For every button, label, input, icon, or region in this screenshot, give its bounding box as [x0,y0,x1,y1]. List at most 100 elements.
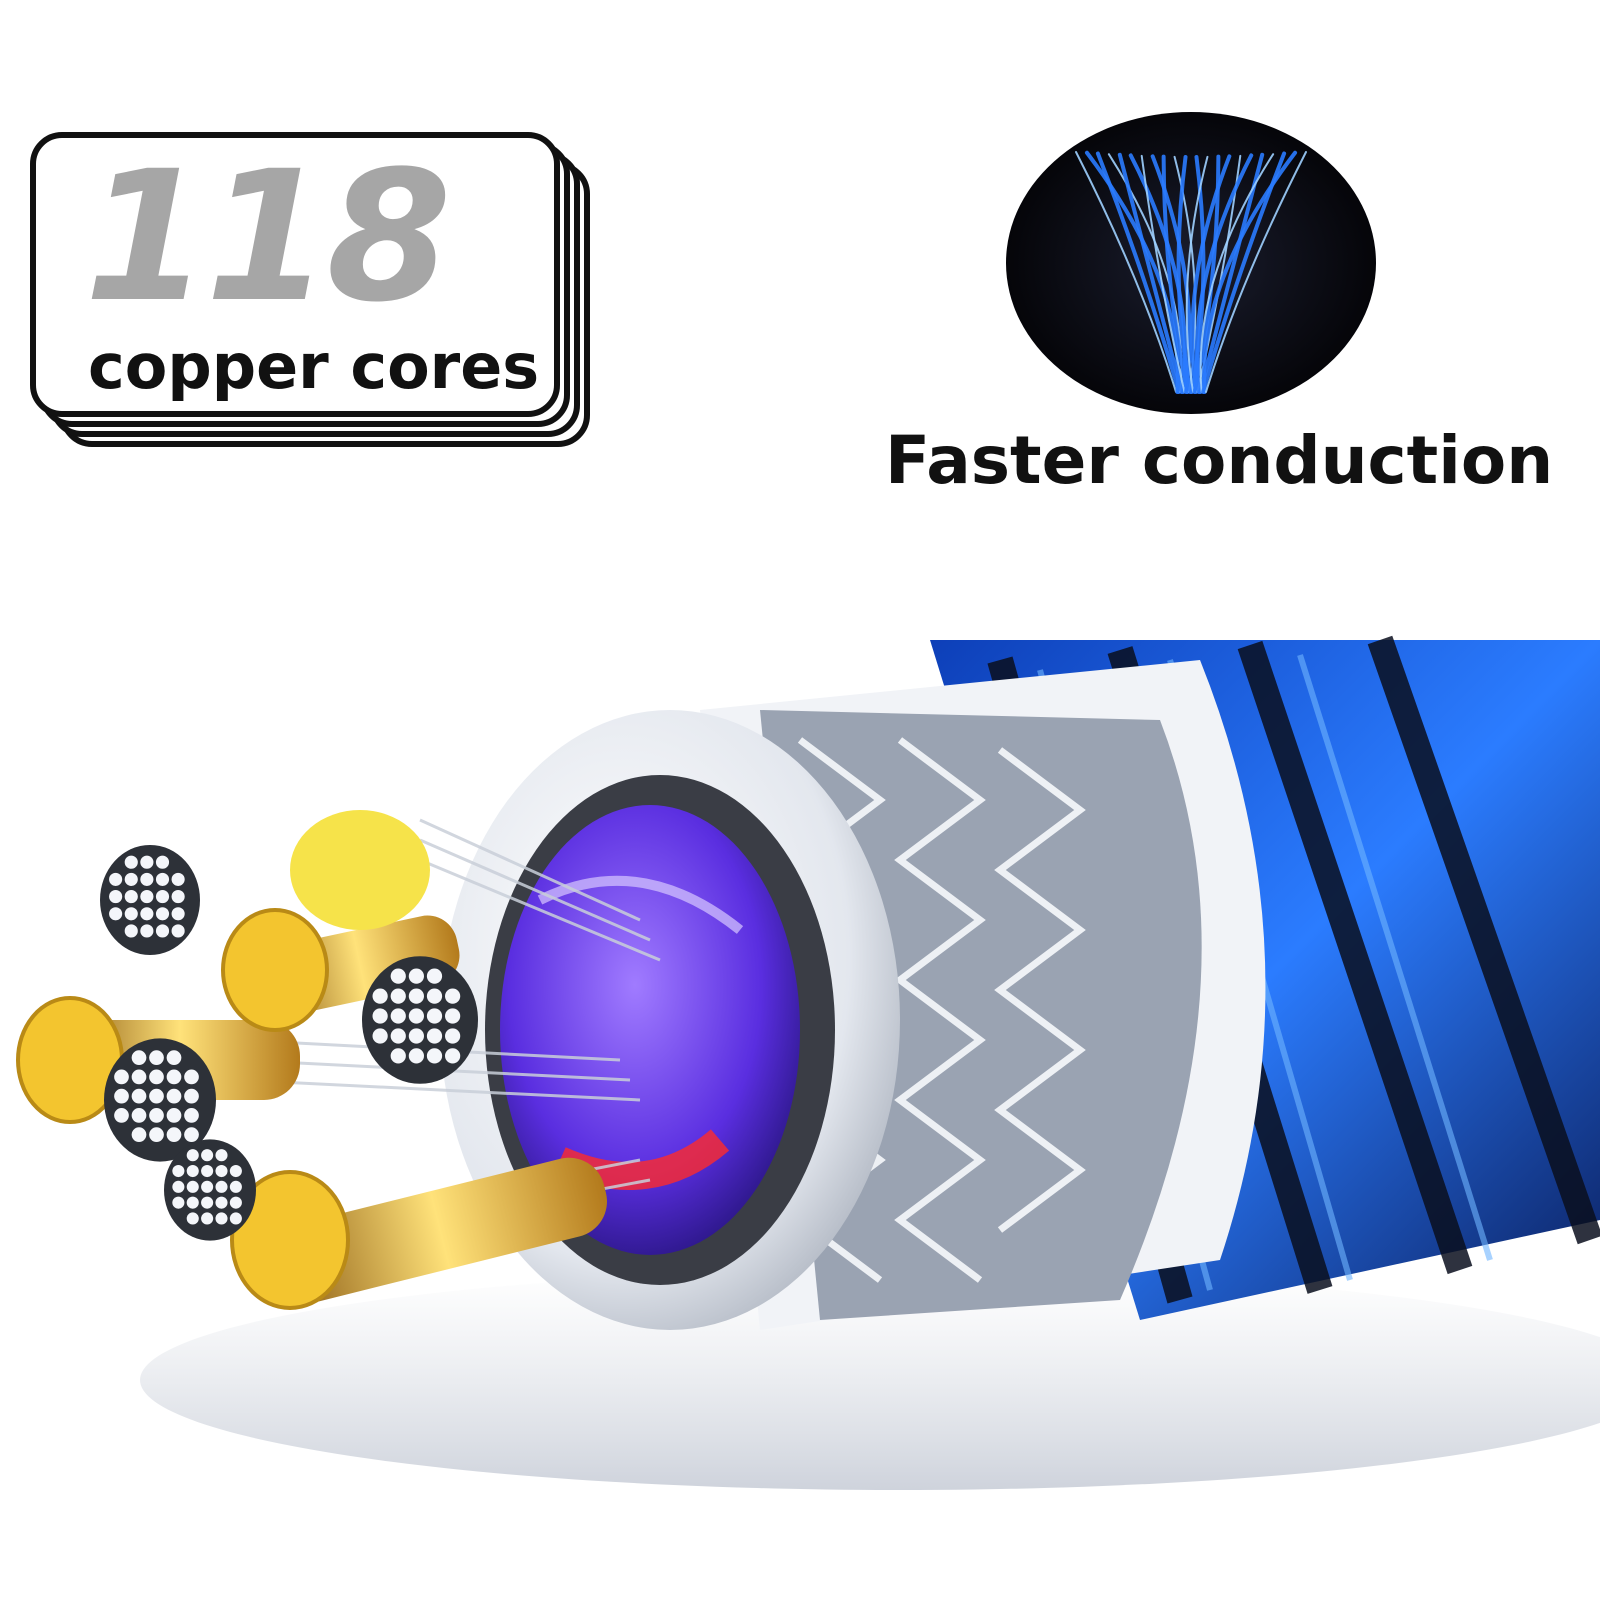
copper-strand [426,1028,443,1044]
copper-strand [149,1127,164,1142]
copper-strand [186,1196,199,1209]
copper-strand [172,1196,185,1209]
copper-strand [124,907,138,921]
copper-strand [186,1149,199,1162]
copper-strand [155,924,170,938]
copper-strand [408,1048,424,1064]
fiber-strand [1185,155,1209,393]
copper-strand [445,988,461,1004]
copper-strand [215,1164,228,1178]
copper-strand [390,988,406,1004]
fiber-strand [1075,151,1177,393]
copper-strand [426,968,443,984]
fiber-strand [1205,151,1307,393]
fiber-strand [1095,151,1181,394]
copper-strand [408,1008,424,1024]
copper-strand [229,1196,242,1209]
core-label: copper cores [88,330,540,403]
copper-strand [166,1088,182,1104]
copper-strand [186,1164,199,1178]
fiber-strand [1117,152,1184,394]
copper-strand [372,1008,388,1024]
copper-strand [124,924,138,938]
copper-strand [201,1149,214,1162]
copper-strand [215,1196,228,1209]
copper-strand [155,855,170,869]
copper-strand [171,872,185,886]
copper-strand [114,1088,129,1104]
copper-strand [229,1164,242,1178]
copper-strand [186,1180,199,1193]
copper-strand [408,988,424,1004]
copper-strand [390,1008,406,1024]
copper-strand [390,968,406,984]
copper-strand [124,890,138,904]
copper-strand [215,1149,228,1162]
copper-strand [201,1164,214,1178]
fiber-bundle-icon [1006,112,1376,414]
copper-strand [149,1050,164,1065]
fiber-strand [1140,154,1186,393]
copper-strand [426,1008,443,1024]
copper-strand [390,1028,406,1044]
copper-cores-badge: 118 copper cores [30,132,590,462]
copper-strand [215,1212,228,1225]
copper-strand [124,855,138,869]
copper-strand [408,1028,424,1044]
copper-strand [184,1069,199,1085]
copper-strand [229,1212,242,1225]
copper-strand [171,890,185,904]
copper-strand [131,1127,147,1142]
badge-card-front: 118 copper cores [30,132,560,417]
fiber-strand [1161,154,1190,394]
copper-strand [172,1180,185,1193]
copper-strand [426,988,443,1004]
fiber-strand [1194,153,1254,394]
copper-strand [445,1008,461,1024]
fiber-strand [1202,150,1298,394]
copper-strand [201,1212,214,1225]
copper-strand [445,1048,461,1064]
copper-strand [201,1180,214,1193]
copper-strand [140,907,154,921]
copper-strand [149,1108,164,1123]
copper-strand [408,968,424,984]
copper-strand [390,1048,406,1064]
copper-strand [109,907,123,921]
copper-strand [372,988,388,1004]
copper-strand [140,855,154,869]
copper-strand [109,872,123,886]
copper-strand [171,907,185,921]
copper-strand [149,1069,164,1085]
copper-strand [140,924,154,938]
copper-strand [445,1028,461,1044]
copper-strand [372,1028,388,1044]
copper-strand [131,1108,147,1123]
copper-strand [131,1069,147,1085]
copper-strand [140,872,154,886]
faster-conduction-label: Faster conduction [885,422,1554,499]
braided-cable-icon [16,635,1600,1490]
copper-strand [184,1127,199,1142]
fiber-strand [1199,153,1275,393]
copper-strand [166,1127,182,1142]
copper-strand [172,1164,185,1178]
copper-strand [140,890,154,904]
copper-strand [131,1050,147,1065]
copper-strand [155,890,170,904]
copper-strand [229,1180,242,1193]
copper-strand [109,890,123,904]
copper-strand [155,872,170,886]
fiber-strand [1176,154,1193,394]
copper-strand [166,1050,182,1065]
copper-strand [166,1108,182,1123]
copper-strand [184,1088,199,1104]
copper-strand [426,1048,443,1064]
copper-strand [124,872,138,886]
fiber-strand [1190,154,1232,394]
copper-strand [166,1069,182,1085]
core-count: 118 [84,133,452,342]
copper-strand [114,1108,129,1123]
copper-strand [114,1069,129,1085]
copper-strand [215,1180,228,1193]
